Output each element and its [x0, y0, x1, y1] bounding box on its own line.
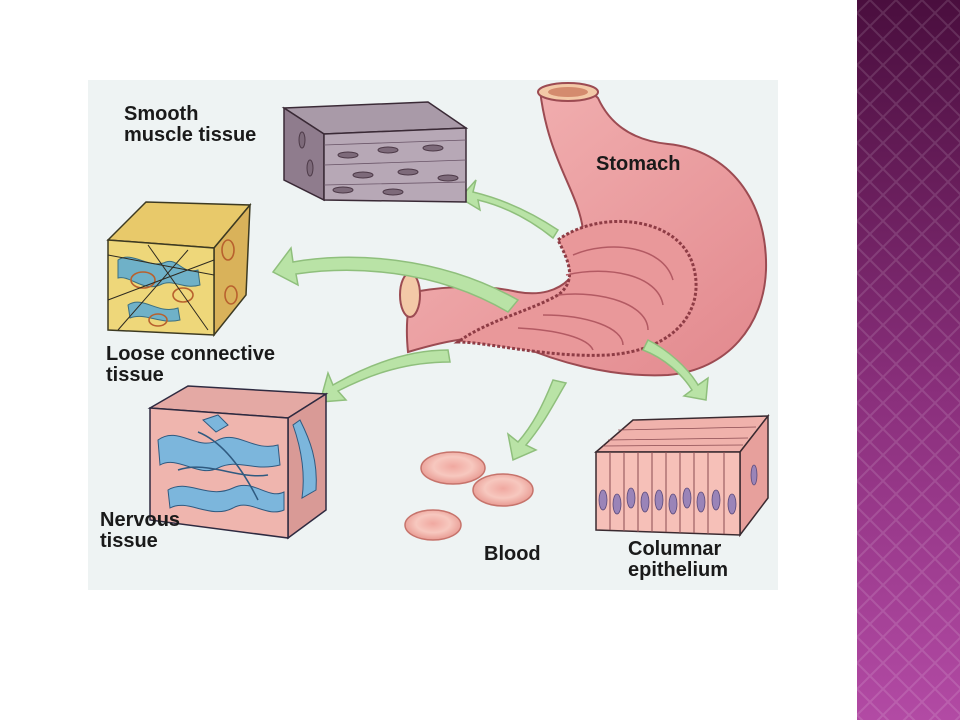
- columnar-epithelium-block-icon: [593, 413, 770, 538]
- smooth-muscle-block-icon: [281, 101, 469, 203]
- nervous-tissue-block-icon: [147, 385, 329, 540]
- decorative-sidebar: [857, 0, 960, 720]
- smooth-muscle-label: Smooth muscle tissue: [124, 103, 257, 146]
- blood-label: Blood: [484, 543, 541, 565]
- diamond-pattern-icon: [857, 0, 960, 720]
- stomach-label: Stomach: [596, 153, 681, 175]
- nervous-tissue-label: Nervous tissue: [100, 509, 181, 552]
- tissue-figure: Smooth muscle tissue Stomach Loose conne…: [88, 80, 778, 590]
- columnar-epithelium-label: Columnar epithelium: [628, 538, 729, 581]
- arrow-icon: [271, 179, 709, 462]
- loose-connective-label: Loose connective tissue: [106, 343, 275, 386]
- blood-cells-icon: [404, 451, 534, 541]
- figure-drawing: [106, 82, 770, 541]
- loose-connective-block-icon: [106, 201, 252, 338]
